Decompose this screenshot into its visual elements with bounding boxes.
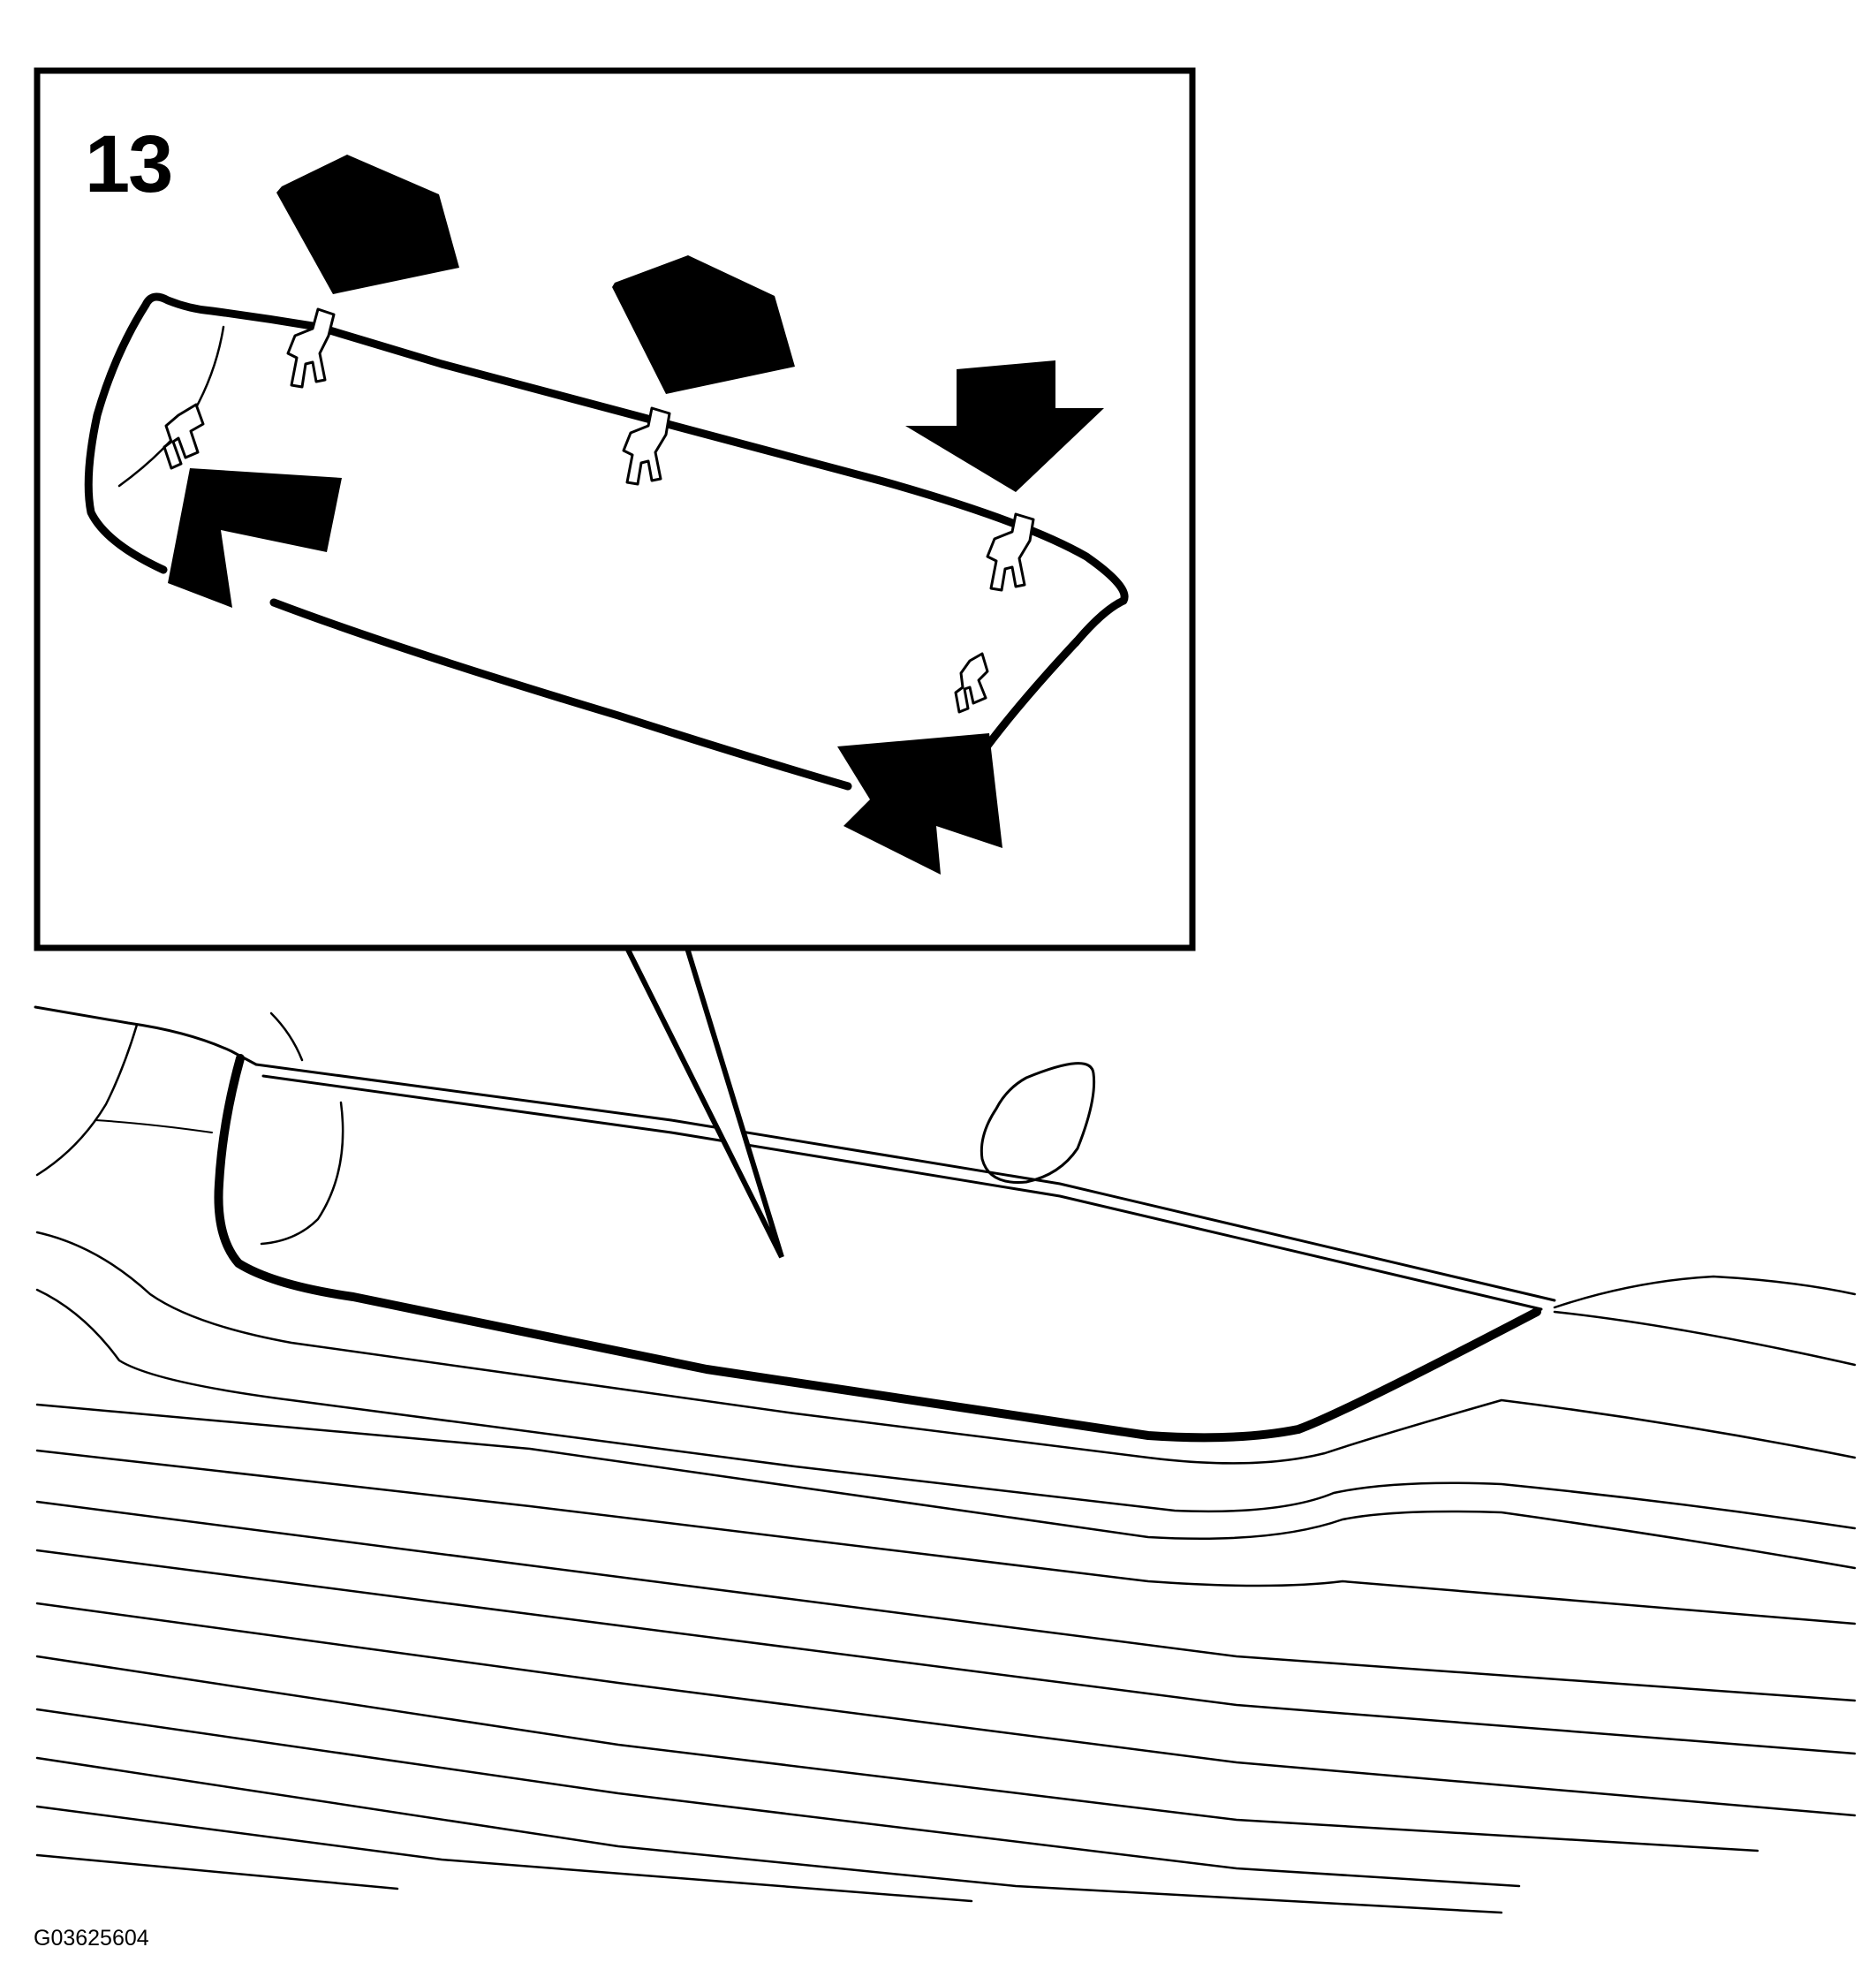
body-right-sweep: [1553, 1310, 1857, 1367]
panel-inner-curve: [260, 1101, 344, 1246]
clip-right: [954, 652, 989, 714]
arrow-clip-2: [612, 255, 795, 394]
trim-strip-end-inner: [1076, 599, 1119, 647]
arrow-clip-3: [905, 360, 1104, 492]
oval-opening: [980, 1062, 1096, 1184]
contour-line-10: [35, 1756, 1503, 1914]
arrow-clip-1: [276, 155, 459, 294]
trim-panel-outline: [214, 1054, 1541, 1443]
arrow-clip-left: [168, 468, 342, 608]
body-left-crease: [95, 1119, 213, 1133]
clip-left: [163, 403, 205, 470]
contour-line-12: [35, 1853, 399, 1890]
arrow-clip-right: [837, 733, 1002, 875]
body-small-arc: [269, 1011, 304, 1062]
panel-top-edge-inner: [261, 1074, 1543, 1311]
clip-top-3: [986, 512, 1035, 592]
contour-line-1: [35, 1231, 1857, 1465]
panel-top-edge-outer: [254, 1063, 1556, 1302]
car-body-scene: [34, 1005, 1857, 1914]
clip-top-2: [622, 406, 671, 486]
body-right-edge: [1553, 1275, 1857, 1309]
body-left-fold: [35, 1023, 139, 1177]
callout-pointer: [624, 946, 784, 1259]
contour-line-2: [35, 1288, 1857, 1530]
contour-line-3: [35, 1403, 1857, 1570]
detail-inset: [34, 67, 1196, 951]
contour-line-11: [35, 1805, 973, 1903]
contour-line-6: [35, 1549, 1857, 1755]
step-number-label: 13: [85, 119, 173, 209]
contour-line-8: [35, 1655, 1759, 1852]
contour-line-5: [35, 1500, 1857, 1702]
body-top-edge: [34, 1005, 258, 1066]
contour-line-4: [35, 1449, 1857, 1625]
clip-top-1: [286, 307, 336, 389]
contour-line-9: [35, 1708, 1521, 1888]
contour-line-7: [35, 1602, 1857, 1817]
figure-id-label: G03625604: [34, 1926, 149, 1951]
trim-strip-lower-edge: [269, 598, 852, 791]
